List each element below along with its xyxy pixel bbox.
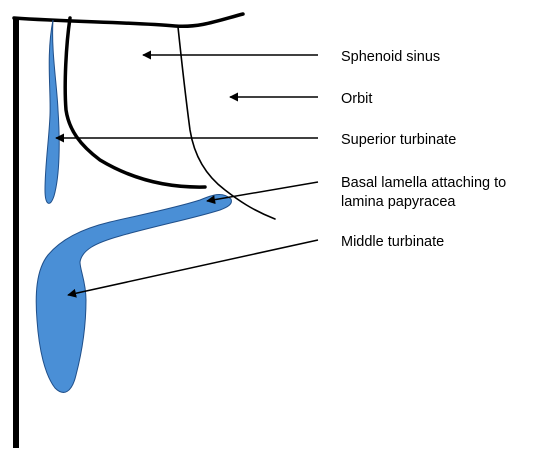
orbit-outline [177,26,276,220]
middle-turbinate-shape [35,193,232,393]
label-orbit: Orbit [341,91,372,107]
superior-turbinate-shape [44,19,60,204]
arrow-basal-lamella [206,181,319,205]
label-sphenoid-sinus: Sphenoid sinus [341,49,440,65]
label-basal-lamella-line1: Basal lamella attaching to [341,175,506,191]
label-middle-turbinate: Middle turbinate [341,234,444,250]
sphenoid-sinus-outline [63,16,207,189]
label-superior-turbinate: Superior turbinate [341,132,456,148]
label-basal-lamella-line2: lamina papyracea [341,194,456,210]
arrow-middle-turbinate [67,239,319,298]
skull-base-line [12,12,245,29]
